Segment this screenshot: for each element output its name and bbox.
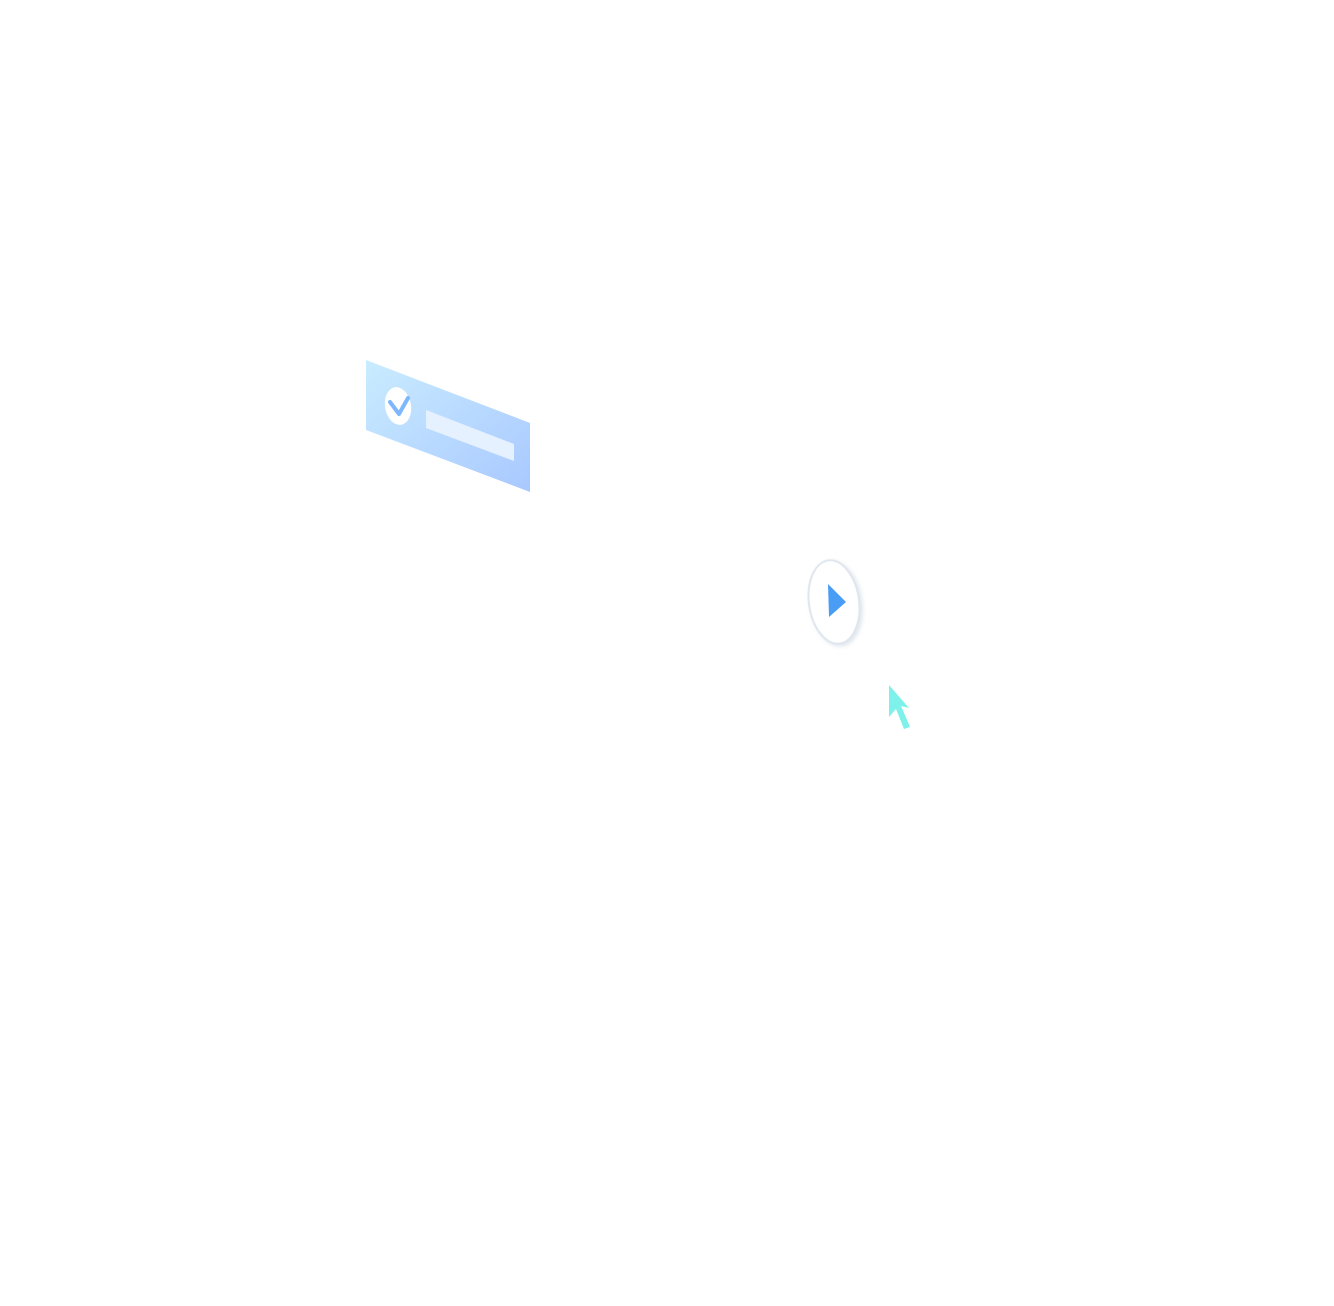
play-button[interactable] <box>803 557 864 647</box>
check-icon <box>384 387 412 425</box>
play-icon <box>828 584 846 617</box>
card-text-bar <box>426 410 514 461</box>
checklist-card <box>366 360 530 492</box>
cursor-arrow-icon <box>889 685 910 729</box>
